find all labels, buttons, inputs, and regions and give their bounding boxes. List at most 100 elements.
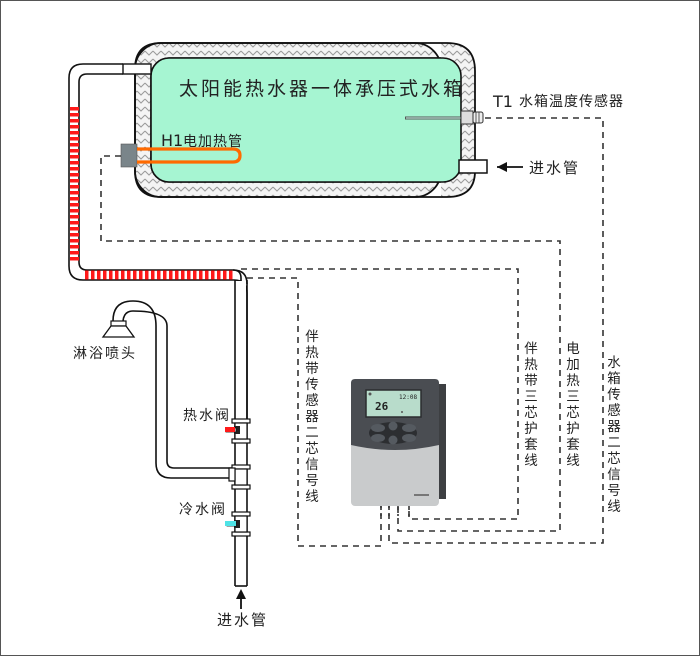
wire-label-tank-sensor-wire: 水箱传感器二芯信号线 bbox=[607, 355, 621, 515]
heat-trace-stripe bbox=[70, 203, 79, 207]
heat-trace-stripe bbox=[70, 131, 79, 135]
heat-trace-stripe bbox=[127, 270, 131, 280]
solar-controller[interactable]: 26 12:08 bbox=[351, 379, 446, 506]
button-right-top[interactable] bbox=[402, 424, 416, 432]
heat-trace-stripe bbox=[109, 270, 113, 280]
heat-trace-vertical bbox=[70, 107, 79, 261]
heat-trace-stripe bbox=[70, 113, 79, 117]
lcd-temp: 26 bbox=[375, 400, 389, 413]
heat-trace-stripe bbox=[70, 227, 79, 231]
heat-trace-stripe bbox=[151, 270, 155, 280]
sensor-code: T1 bbox=[492, 92, 513, 111]
heat-trace-stripe bbox=[169, 270, 173, 280]
heat-trace-stripe bbox=[70, 179, 79, 183]
heat-trace-stripe bbox=[139, 270, 143, 280]
heat-trace-stripe bbox=[70, 143, 79, 147]
cold-valve-handle[interactable] bbox=[225, 521, 236, 526]
bottom-inlet-label: 进水管 bbox=[217, 611, 268, 629]
heat-trace-stripe bbox=[193, 270, 197, 280]
heat-trace-stripe bbox=[70, 233, 79, 237]
shower-label: 淋浴喷头 bbox=[73, 346, 137, 362]
heat-trace-stripe bbox=[229, 270, 233, 280]
vertical-wire-labels: 伴热带传感器二芯信号线 伴热带三芯护套线 电加热三芯护套线 水箱传感器二芯信号线 bbox=[305, 329, 621, 515]
tank-inlet-label: 进水管 bbox=[529, 159, 580, 177]
heat-trace-stripe bbox=[70, 125, 79, 129]
heater-code: H1 bbox=[161, 131, 183, 150]
heat-trace-stripe bbox=[70, 239, 79, 243]
heater-flange bbox=[120, 143, 138, 168]
sensor-fitting bbox=[460, 110, 474, 125]
heat-trace-stripe bbox=[70, 161, 79, 165]
hot-valve[interactable] bbox=[225, 418, 251, 444]
heat-trace-stripe bbox=[70, 119, 79, 123]
button-left-top[interactable] bbox=[371, 424, 385, 432]
heater-label: 电加热管 bbox=[183, 134, 243, 150]
heat-trace-stripe bbox=[103, 270, 107, 280]
heater-element bbox=[137, 147, 242, 164]
heat-trace-horizontal bbox=[85, 270, 233, 280]
heat-trace-stripe bbox=[70, 221, 79, 225]
heat-trace-stripe bbox=[70, 155, 79, 159]
heat-trace-stripe bbox=[181, 270, 185, 280]
trace-sensor-wire bbox=[247, 277, 382, 547]
heat-trace-stripe bbox=[70, 149, 79, 153]
heat-trace-stripe bbox=[223, 270, 227, 280]
controller-side bbox=[437, 384, 446, 499]
controller-body-bottom bbox=[351, 441, 439, 506]
heat-trace-stripe bbox=[121, 270, 125, 280]
shower-head-neck bbox=[110, 320, 127, 327]
sensor-label: 水箱温度传感器 bbox=[519, 93, 624, 110]
heat-trace-stripe bbox=[70, 215, 79, 219]
heat-trace-stripe bbox=[199, 270, 203, 280]
bottom-inlet-arrow-icon bbox=[236, 589, 246, 599]
heat-trace-stripe bbox=[97, 270, 101, 280]
heat-trace-stripe bbox=[70, 185, 79, 189]
heat-trace-stripe bbox=[70, 167, 79, 171]
hot-valve-handle[interactable] bbox=[225, 427, 235, 432]
heat-trace-stripe bbox=[70, 137, 79, 141]
button-down[interactable] bbox=[388, 435, 398, 445]
heat-trace-stripe bbox=[91, 270, 95, 280]
tank-inlet-pipe bbox=[458, 159, 488, 174]
heat-trace-stripe bbox=[145, 270, 149, 280]
button-right-bottom[interactable] bbox=[402, 434, 416, 442]
wire-label-trace-sensor-wire: 伴热带传感器二芯信号线 bbox=[305, 329, 319, 505]
shower-pipe-outer bbox=[112, 300, 235, 479]
heat-trace-stripe bbox=[175, 270, 179, 280]
wire-label-heater-power-wire: 电加热三芯护套线 bbox=[566, 341, 580, 469]
heat-trace-stripe bbox=[70, 197, 79, 201]
heat-trace-stripe bbox=[211, 270, 215, 280]
heat-trace-stripe bbox=[70, 173, 79, 177]
heat-trace-stripe bbox=[70, 251, 79, 255]
heat-trace-stripe bbox=[133, 270, 137, 280]
lcd-time: 12:08 bbox=[399, 394, 417, 401]
tank-title: 太阳能热水器一体承压式水箱 bbox=[179, 78, 465, 100]
lcd-screen bbox=[365, 389, 422, 418]
cold-valve[interactable] bbox=[225, 511, 251, 537]
tank-outlet-stub bbox=[122, 63, 152, 75]
button-left-bottom[interactable] bbox=[371, 434, 385, 442]
heat-trace-stripe bbox=[70, 245, 79, 249]
heat-trace-stripe bbox=[70, 191, 79, 195]
heat-trace-stripe bbox=[70, 107, 79, 111]
heat-trace-stripe bbox=[157, 270, 161, 280]
shower-pipe-inner bbox=[122, 310, 235, 469]
heat-trace-stripe bbox=[187, 270, 191, 280]
shower-head-icon bbox=[101, 325, 136, 338]
outlet-pipe-inner bbox=[78, 73, 242, 421]
brand-mark bbox=[414, 494, 429, 496]
cold-valve-label: 冷水阀 bbox=[179, 502, 227, 518]
heat-trace-stripe bbox=[70, 209, 79, 213]
hot-valve-label: 热水阀 bbox=[183, 408, 231, 424]
heat-trace-stripe bbox=[217, 270, 221, 280]
button-up[interactable] bbox=[388, 421, 398, 431]
heater-power-wire bbox=[100, 155, 561, 532]
heat-trace-stripe bbox=[163, 270, 167, 280]
heat-trace-stripe bbox=[115, 270, 119, 280]
inlet-arrow-icon bbox=[497, 162, 507, 172]
heat-trace-stripe bbox=[205, 270, 209, 280]
heat-trace-stripe bbox=[70, 257, 79, 261]
wire-label-trace-power-wire: 伴热带三芯护套线 bbox=[524, 341, 538, 469]
